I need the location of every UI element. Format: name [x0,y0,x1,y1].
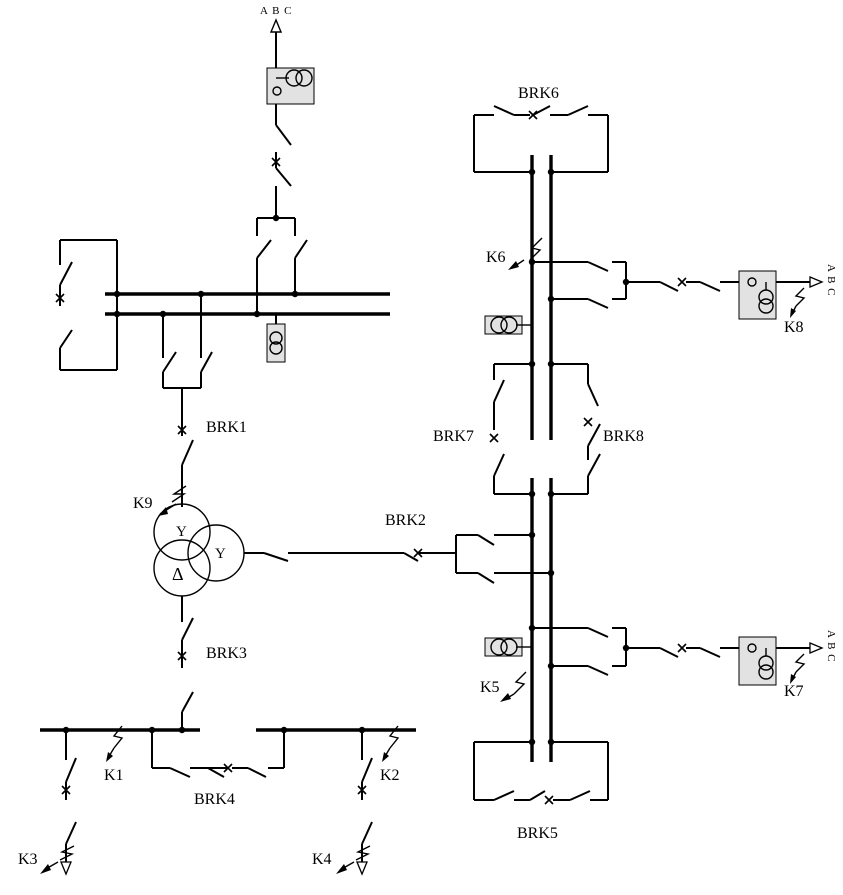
brk5-label: BRK5 [517,825,558,842]
k5-label: K5 [480,679,500,696]
winding-lv-label: Δ [172,564,184,584]
source-arrow-icon [809,642,824,654]
brk5-icon [544,795,554,805]
top-switch-blade [275,124,292,146]
brk7-icon [489,433,499,443]
brk2-feeder: BRK2 [244,512,555,584]
k1-label: K1 [104,767,124,784]
three-winding-transformer: Y Y Δ [153,503,245,597]
k8-label: K8 [784,319,804,336]
brk6-label: BRK6 [518,85,559,102]
right-busbar: BRK6 K6 A B C K8 [433,85,837,842]
right-source-lower-label: A B C [825,630,837,663]
brk3-label: BRK3 [206,645,247,662]
brk2-label: BRK2 [385,512,426,529]
brk1-label: BRK1 [206,419,247,436]
brk8-label: BRK8 [603,428,644,445]
k9-label: K9 [133,495,153,512]
k2-label: K2 [380,767,400,784]
source-arrow-icon [269,18,283,33]
k3-label: K3 [18,851,38,868]
k4-label: K4 [312,851,332,868]
brk4-icon [223,763,233,773]
brk4-label: BRK4 [194,791,235,808]
brk3-feeder: BRK3 [177,596,247,734]
top-ct [266,67,315,105]
left-busbar: BRK1 K9 [55,239,390,516]
brk7-label: BRK7 [433,428,474,445]
top-source-label: A B C [260,5,293,17]
brk3-icon [177,651,187,661]
brk8-icon [583,417,593,427]
winding-mv-label: Y [215,546,226,562]
winding-hv-label: Y [176,524,187,540]
k7-label: K7 [784,683,804,700]
source-arrow-icon [809,276,824,288]
top-feeder [253,18,315,318]
right-source-upper-label: A B C [825,264,837,297]
bottom-left-bus: BRK4 K1 K2 K3 K4 [18,725,416,876]
k6-label: K6 [486,249,506,266]
